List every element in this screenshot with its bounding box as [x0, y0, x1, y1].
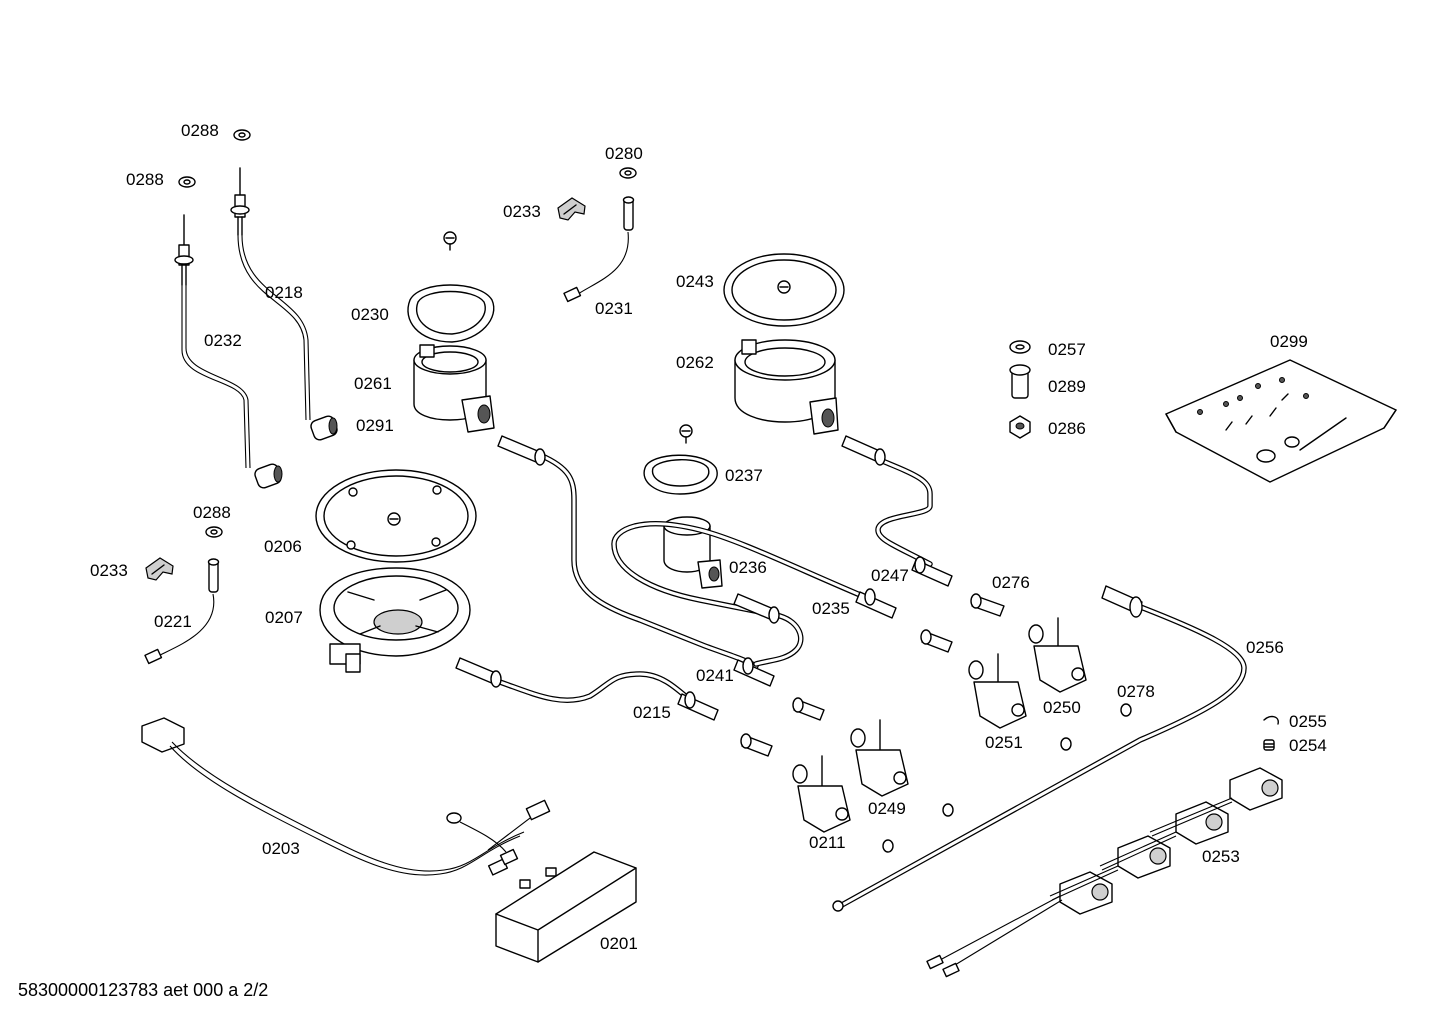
- pipe-fitting-0256: [1101, 585, 1143, 618]
- label-0237: 0237: [725, 466, 763, 485]
- seal-0243: [723, 253, 845, 327]
- label-0256: 0256: [1246, 638, 1284, 657]
- clip-0233-top: [557, 197, 586, 221]
- label-0232: 0232: [204, 331, 242, 350]
- label-0262: 0262: [676, 353, 714, 372]
- washer-0257: [1009, 340, 1031, 354]
- burner-housing-0261: [413, 344, 495, 433]
- label-0255: 0255: [1289, 712, 1327, 731]
- label-0254: 0254: [1289, 736, 1327, 755]
- screw-0237: [679, 424, 693, 444]
- gas-valve-0249: [850, 719, 909, 797]
- clip-0233-left: [145, 557, 174, 581]
- gas-pipe-0215: [491, 671, 693, 703]
- document-id-footer: 58300000123783 aet 000 a 2/2: [18, 980, 269, 1000]
- spring-0254: [1263, 739, 1275, 751]
- pipe-fitting-0215: [677, 691, 719, 721]
- label-0299: 0299: [1270, 332, 1308, 351]
- spare-parts-bag-0299: [1165, 359, 1397, 483]
- label-0207: 0207: [265, 608, 303, 627]
- pipe-fitting-0291-side: [497, 435, 546, 466]
- label-0276: 0276: [992, 573, 1030, 592]
- pipe-fitting-0241: [733, 657, 775, 687]
- pipe-fitting-0262-side: [841, 435, 886, 466]
- gas-valve-0250: [1028, 617, 1087, 693]
- label-0215: 0215: [633, 703, 671, 722]
- label-0289: 0289: [1048, 377, 1086, 396]
- nut-0278-b: [1060, 737, 1072, 751]
- label-0211: 0211: [809, 833, 846, 852]
- washer-0288-top: [233, 129, 251, 141]
- label-0261: 0261: [354, 374, 392, 393]
- label-0243: 0243: [676, 272, 714, 291]
- label-0253: 0253: [1202, 847, 1240, 866]
- label-0257: 0257: [1048, 340, 1086, 359]
- label-0250: 0250: [1043, 698, 1081, 717]
- nut-0278-a: [1120, 703, 1132, 717]
- seal-0206: [315, 469, 477, 563]
- label-0218: 0218: [265, 283, 303, 302]
- label-0280: 0280: [605, 144, 643, 163]
- label-0230: 0230: [351, 305, 389, 324]
- wiring-harness-0203: [141, 717, 551, 876]
- burner-housing-0262: [734, 339, 839, 435]
- injector-0276: [970, 593, 1005, 617]
- burner-housing-0236: [663, 516, 723, 589]
- label-0233-left: 0233: [90, 561, 128, 580]
- washer-0288-lower: [205, 526, 223, 538]
- label-0288-lower: 0288: [193, 503, 231, 522]
- label-0233-top: 0233: [503, 202, 541, 221]
- label-0291: 0291: [356, 416, 394, 435]
- ignition-module-0201: [495, 851, 637, 963]
- label-0247: 0247: [871, 566, 909, 585]
- nut-0278-d: [882, 839, 894, 853]
- screw-0230: [443, 231, 457, 251]
- label-0201: 0201: [600, 934, 638, 953]
- screw-0206: [387, 512, 401, 526]
- electrode-0221: [144, 558, 220, 665]
- thermocouple-0232: [174, 214, 283, 489]
- gas-valve-0251: [968, 653, 1027, 729]
- label-0241: 0241: [696, 666, 734, 685]
- label-0288-top: 0288: [181, 121, 219, 140]
- label-0235: 0235: [812, 599, 850, 618]
- gas-pipe-0256: [832, 603, 1247, 912]
- gas-valve-0211: [792, 755, 851, 833]
- label-0249: 0249: [868, 799, 906, 818]
- seal-0230: [407, 284, 495, 343]
- injector-c: [740, 733, 773, 757]
- pipe-fitting-0247: [911, 556, 953, 587]
- label-0231: 0231: [595, 299, 633, 318]
- label-0278: 0278: [1117, 682, 1155, 701]
- washer-0280: [619, 167, 637, 179]
- pipe-fitting-0207-side: [455, 657, 502, 688]
- label-0286: 0286: [1048, 419, 1086, 438]
- ignition-switches-0253: [926, 767, 1283, 978]
- electrode-0231: [563, 196, 635, 303]
- label-0288-left: 0288: [126, 170, 164, 189]
- pipe-fitting-0236-side: [733, 593, 780, 624]
- gas-pipe-upper-left: [537, 452, 759, 669]
- nut-0286: [1009, 415, 1031, 439]
- seal-0237: [643, 454, 718, 495]
- label-0206: 0206: [264, 537, 302, 556]
- washer-0288-left: [178, 176, 196, 188]
- pipe-fitting-0235: [855, 588, 897, 619]
- gas-pipe-0235: [611, 521, 875, 667]
- injector-a: [920, 629, 953, 653]
- nut-0278-c: [942, 803, 954, 817]
- burner-base-0207: [319, 567, 471, 673]
- label-0251: 0251: [985, 733, 1023, 752]
- circlip-0255: [1263, 715, 1279, 725]
- screw-0243: [777, 280, 791, 294]
- injector-b: [792, 697, 825, 721]
- thermocouple-0218: [230, 167, 338, 441]
- gas-pipe-0247: [875, 457, 933, 567]
- label-0221: 0221: [154, 612, 192, 631]
- label-0203: 0203: [262, 839, 300, 858]
- pin-0289: [1009, 364, 1031, 399]
- label-0236: 0236: [729, 558, 767, 577]
